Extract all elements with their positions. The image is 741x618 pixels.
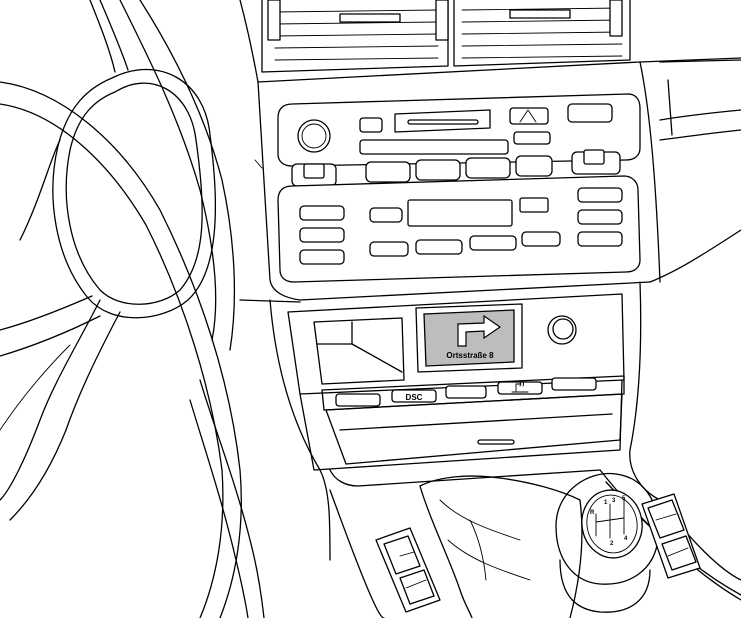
panel-button[interactable] (521, 231, 561, 247)
panel-button[interactable] (577, 231, 623, 247)
panel-button[interactable] (299, 205, 345, 221)
climate-display (407, 199, 513, 227)
gear-shifter: R 1 2 3 4 5 (419, 472, 660, 618)
seat-heating-icon (511, 381, 529, 393)
panel-button[interactable] (415, 239, 463, 255)
radio-button[interactable] (513, 131, 551, 145)
panel-button[interactable] (369, 207, 403, 223)
dashboard (239, 0, 741, 303)
climate-panel (277, 175, 641, 283)
gear-label: 5 (622, 496, 626, 502)
climate-button[interactable] (365, 161, 411, 183)
gear-label: 4 (624, 536, 628, 542)
panel-button[interactable] (577, 209, 623, 225)
gear-knob[interactable] (577, 485, 648, 562)
radio-unit (277, 93, 641, 167)
panel-button[interactable] (469, 235, 517, 251)
gear-label: 1 (604, 500, 608, 506)
climate-button[interactable] (515, 155, 553, 177)
lower-tray (325, 393, 623, 465)
gear-label: R (590, 510, 595, 516)
panel-button[interactable] (299, 227, 345, 243)
right-window-switch[interactable] (641, 493, 701, 579)
console-button[interactable] (551, 377, 597, 391)
console-button-row: DSC (321, 375, 625, 411)
console-button[interactable] (335, 393, 381, 407)
left-window-switch[interactable] (375, 527, 441, 613)
navigation-display: Ortsstraße 8 (415, 303, 523, 373)
panel-button[interactable] (577, 187, 623, 203)
radio-display (359, 139, 509, 155)
radio-button[interactable] (567, 103, 613, 123)
turn-right-arrow-icon (457, 314, 502, 347)
climate-button[interactable] (465, 157, 511, 179)
dsc-button[interactable] (391, 389, 437, 403)
climate-controls (291, 149, 621, 187)
eject-button[interactable] (509, 107, 549, 125)
storage-compartment (313, 317, 405, 385)
console-button[interactable] (445, 385, 487, 399)
street-name: Ortsstraße 8 (446, 351, 494, 360)
panel-button[interactable] (299, 249, 345, 265)
panel-button[interactable] (519, 197, 549, 213)
climate-button[interactable] (415, 159, 461, 181)
steering-wheel (0, 0, 242, 618)
panel-button[interactable] (369, 241, 409, 257)
center-air-vents (261, 0, 631, 73)
gear-label: 2 (610, 541, 614, 547)
radio-button[interactable] (359, 117, 383, 133)
gear-label: 3 (612, 498, 616, 504)
volume-knob[interactable] (297, 119, 331, 153)
dsc-label: DSC (406, 393, 423, 402)
